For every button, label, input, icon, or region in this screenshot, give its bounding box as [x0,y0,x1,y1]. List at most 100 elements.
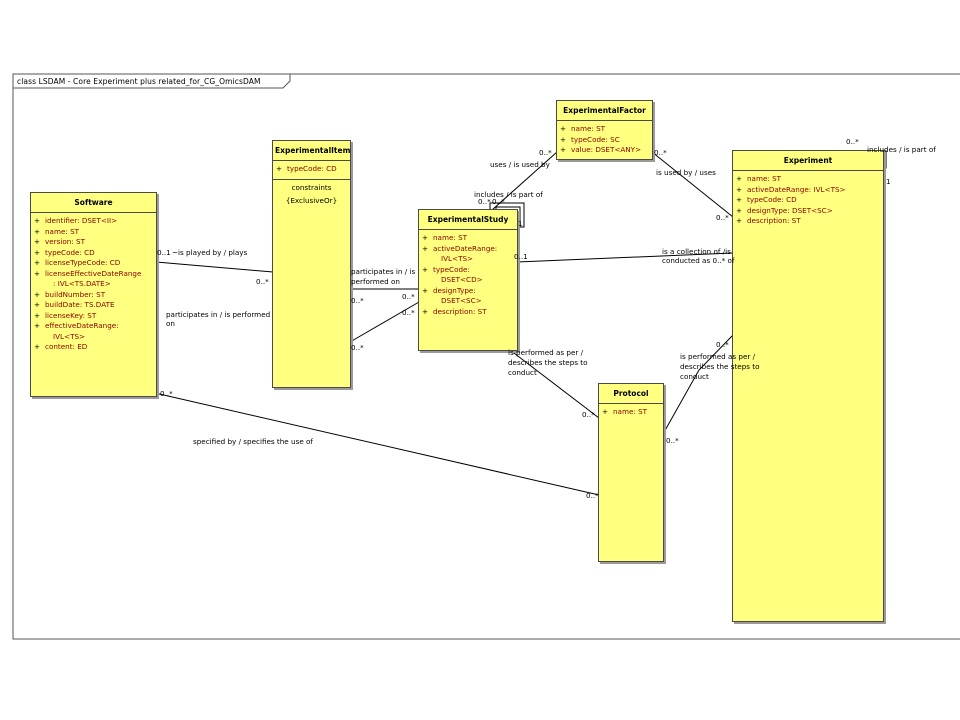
visibility-marker: + [736,216,743,225]
attribute-row: +activeDateRange: [422,244,515,255]
attribute-text: name: ST [571,124,606,133]
attribute-text: : IVL<TS.DATE> [53,279,111,288]
label-experiment-protocol-1: is performed as per / [680,352,756,361]
class-experimental-study-title: ExperimentalStudy [419,210,517,230]
attribute-text: designType: DSET<SC> [747,205,833,215]
attribute-text: designType: [433,285,476,295]
mult-software-study-a: 0..* [351,296,364,305]
class-experiment-title: Experiment [733,151,883,171]
visibility-marker: + [34,247,41,257]
attribute-row: +licenseTypeCode: CD [34,258,154,269]
mult-study-self-a: 0..* [478,197,491,206]
visibility-marker: + [736,184,743,194]
label-study-protocol-1: is performed as per / [508,348,584,357]
frame-tab-border [13,74,291,89]
mult-software-study-b: 0..* [402,292,415,301]
attribute-row: + name: ST [560,124,650,135]
class-experimental-study[interactable]: ExperimentalStudy +name: ST+activeDateRa… [418,209,518,351]
attribute-text: identifier: DSET<II> [45,216,118,225]
attribute-text: description: ST [747,216,801,225]
visibility-marker: + [422,264,429,274]
attribute-row: + typeCode: CD [276,164,348,175]
mult-study-self-b: 0..* [492,197,505,206]
attribute-text: description: ST [433,306,487,316]
attribute-text: buildDate: TS.DATE [45,300,115,309]
class-experiment-attributes: +name: ST+activeDateRange: IVL<TS>+typeC… [733,171,883,229]
attribute-text: typeCode: CD [747,195,797,204]
mult-software-protocol-b: 0..* [586,491,599,500]
label-experiment-protocol-3: conduct [680,372,709,381]
class-experimental-factor-title: ExperimentalFactor [557,101,652,121]
label-experiment-self: includes / is part of [867,145,936,154]
attribute-row: IVL<TS> [422,254,515,265]
label-item-study-1: participates in / is performed [166,310,271,319]
visibility-marker: + [560,124,567,133]
attribute-text: IVL<TS> [441,254,474,263]
visibility-marker: + [34,237,41,246]
attribute-row: DSET<CD> [422,275,515,286]
attribute-row: + activeDateRange: IVL<TS> [736,185,881,196]
class-experimental-study-attributes: +name: ST+activeDateRange:IVL<TS> +typeCo… [419,230,517,319]
visibility-marker: + [34,268,41,278]
visibility-marker: + [34,321,41,330]
attribute-row: +identifier: DSET<II> [34,216,154,227]
class-experimental-item[interactable]: ExperimentalItem +typeCode: CD constrain… [272,140,351,388]
attribute-row: +name: ST [602,407,661,418]
attribute-row: +name: ST [736,174,881,185]
diagram-frame [12,73,960,640]
label-software-study-1: participates in / is [351,267,416,276]
class-experimental-factor-attributes: +name: ST+typeCode: SC+value: DSET<ANY> [557,121,652,158]
attribute-row: + description: ST [422,307,515,318]
assoc-study-experiment [516,252,734,263]
class-experiment[interactable]: Experiment +name: ST+activeDateRange: IV… [732,150,884,622]
label-software-item: ~is played by / plays [172,248,248,257]
attribute-text: effectiveDateRange: [45,321,119,330]
visibility-marker: + [736,205,743,215]
attribute-row: +typeCode: [422,265,515,276]
class-protocol[interactable]: Protocol +name: ST [598,383,664,562]
visibility-marker: + [34,300,41,309]
assoc-item-study-2 [349,301,420,343]
assoc-study-self [489,202,525,228]
attribute-text: DSET<CD> [441,275,483,284]
class-protocol-title: Protocol [599,384,663,404]
class-experimental-item-attributes: + typeCode: CD [273,161,350,179]
label-factor-experiment: is used by / uses [656,168,716,177]
mult-software-item-a: 0..1 [157,248,171,257]
attribute-row: IVL<TS> [34,332,154,343]
attribute-text: name: ST [45,226,80,236]
class-software[interactable]: Software +identifier: DSET<II>+name: ST+… [30,192,157,397]
attribute-row: + buildDate: TS.DATE [34,300,154,311]
attribute-row: +name: ST [422,233,515,244]
attribute-text: activeDateRange: IVL<TS> [747,184,846,194]
label-software-study-2: performed on [351,277,400,286]
assoc-study-self-2 [495,206,521,227]
assoc-factor-experiment [651,151,734,218]
visibility-marker: + [560,134,567,144]
assoc-software-item [155,261,274,273]
class-software-attributes: +identifier: DSET<II>+name: ST+version: … [31,213,156,355]
attribute-text: licenseEffectiveDateRange [45,268,142,278]
visibility-marker: + [422,306,429,316]
visibility-marker: + [422,233,429,242]
mult-item-study-a: 0..* [351,343,364,352]
attribute-row: +buildNumber: ST [34,290,154,301]
attribute-row: + licenseEffectiveDateRange [34,269,154,280]
attribute-text: content: ED [45,342,88,351]
class-experimental-factor[interactable]: ExperimentalFactor + name: ST + typeCode: S… [556,100,653,160]
visibility-marker: + [276,164,283,173]
attribute-text: typeCode: SC [571,134,620,144]
label-study-protocol-3: conduct [508,368,537,377]
label-factor-study: uses / is used by [490,160,550,169]
mult-factor-experiment-b: 0..* [716,213,729,222]
label-study-experiment-2: conducted as 0..* of [662,256,735,265]
assoc-experiment-protocol [662,334,734,435]
visibility-marker: + [736,195,743,204]
label-study-self: includes / is part of [474,190,543,199]
class-software-title: Software [31,193,156,213]
attribute-text: IVL<TS> [53,331,86,341]
attribute-row: +name: ST [34,227,154,238]
attribute-text: typeCode: CD [287,164,337,173]
label-item-study-2: on [166,319,175,328]
